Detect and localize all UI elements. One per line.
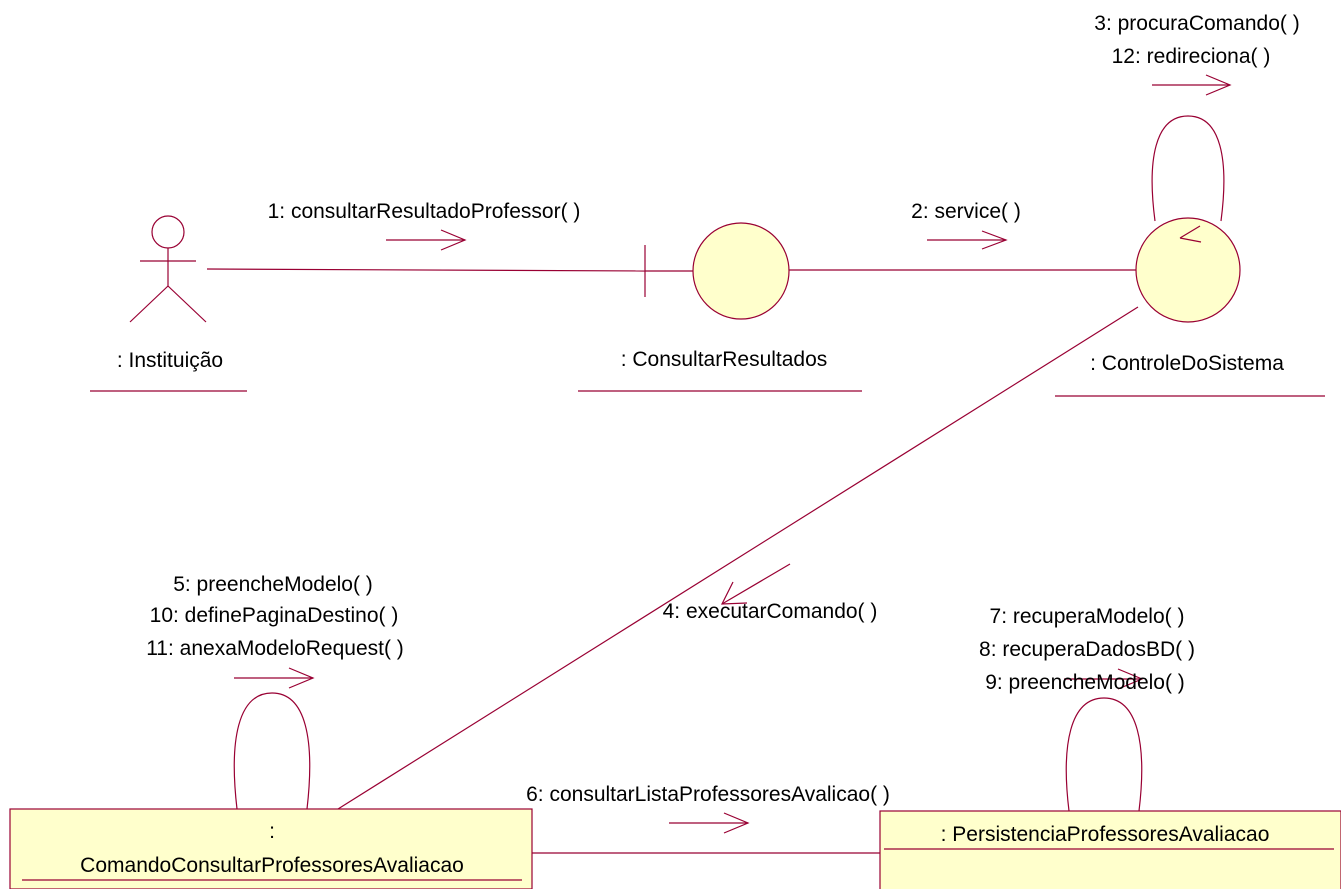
arrow-m4 — [721, 563, 791, 605]
message-2-label: 2: service( ) — [911, 200, 1021, 223]
arrow-m7 — [1064, 668, 1144, 690]
control-object[interactable] — [1135, 115, 1241, 323]
message-10-label: 10: definePaginaDestino( ) — [150, 604, 399, 627]
arrow-m5 — [234, 667, 315, 689]
command-label-line1: : — [269, 820, 275, 843]
link-control-command — [337, 306, 1139, 810]
message-7-label: 7: recuperaModelo( ) — [990, 605, 1185, 628]
command-self-loop — [233, 692, 311, 810]
message-5-label: 5: preencheModelo( ) — [173, 573, 373, 596]
message-8-label: 8: recuperaDadosBD( ) — [979, 638, 1195, 661]
link-actor-boundary — [206, 268, 646, 272]
message-9-label: 9: preencheModelo( ) — [985, 671, 1185, 694]
control-label: : ControleDoSistema — [1090, 352, 1284, 375]
arrow-m3 — [1152, 74, 1232, 96]
actor-figure[interactable] — [129, 215, 207, 323]
persistence-label: : PersistenciaProfessoresAvaliacao — [941, 823, 1270, 846]
message-11-label: 11: anexaModeloRequest( ) — [146, 637, 404, 660]
message-12-label: 12: redireciona( ) — [1112, 45, 1271, 68]
message-6-label: 6: consultarListaProfessoresAvalicao( ) — [526, 783, 890, 806]
message-3-label: 3: procuraComando( ) — [1094, 12, 1299, 35]
boundary-label: : ConsultarResultados — [621, 348, 828, 371]
arrow-m1 — [386, 229, 467, 251]
actor-label: : Instituição — [117, 349, 223, 372]
arrow-m2 — [927, 230, 1008, 250]
persistence-object[interactable] — [879, 810, 1341, 889]
arrow-m6 — [669, 812, 750, 834]
message-1-label: 1: consultarResultadoProfessor( ) — [268, 200, 581, 223]
message-4-label: 4: executarComando( ) — [663, 600, 878, 623]
persistence-self-loop — [1065, 697, 1143, 812]
boundary-object[interactable] — [644, 222, 790, 320]
command-label-line2: ComandoConsultarProfessoresAvaliacao — [80, 854, 464, 877]
command-object[interactable] — [9, 808, 533, 889]
